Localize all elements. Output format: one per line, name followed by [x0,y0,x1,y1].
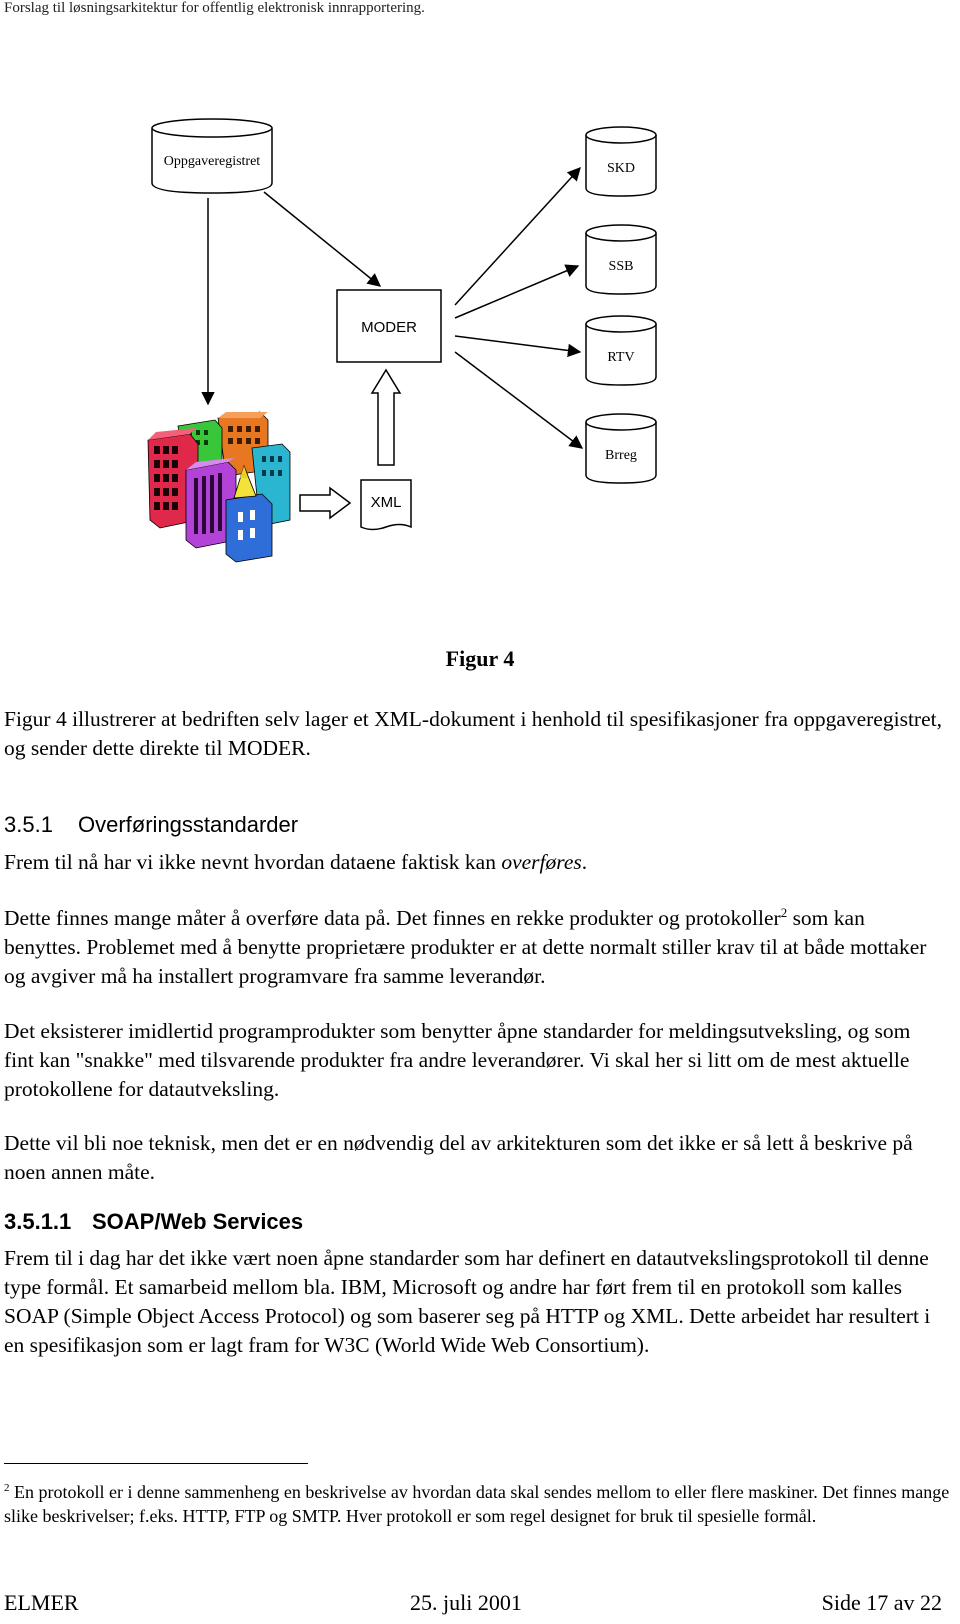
section-heading-3-5-1: 3.5.1 Overføringsstandarder [4,812,298,838]
arrow-moder-to-rtv [454,335,582,358]
paragraph-methods: Dette finnes mange måter å overføre data… [4,904,944,991]
source-database-label: Oppgaveregistret [164,154,261,169]
target-cylinder-skd: SKD [585,126,657,197]
diagram-arrows [201,167,584,449]
paragraph-text: Dette finnes mange måter å overføre data… [4,906,781,930]
target-cylinder-ssb: SSB [585,224,657,295]
section-number: 3.5.1 [4,812,53,837]
paragraph-intro: Frem til nå har vi ikke nevnt hvordan da… [4,848,944,877]
hollow-arrow-xml-to-moder [370,368,402,466]
company-buildings-icon [147,411,291,563]
paragraph-figure-description: Figur 4 illustrerer at bedriften selv la… [4,707,942,760]
hollow-arrow-company-to-xml [299,486,352,520]
paragraph-text: Frem til nå har vi ikke nevnt hvordan da… [4,850,502,874]
paragraph-technical-note: Dette vil bli noe teknisk, men det er en… [4,1131,913,1184]
architecture-diagram: Oppgaveregistret SKD SSB RTV Brreg MODER… [147,118,657,563]
paragraph-text-cont: som kan benyttes. Problemet med å benytt… [4,906,927,988]
paragraph-open-standards: Det eksisterer imidlertid programprodukt… [4,1019,911,1101]
footer-author: ELMER [4,1590,79,1615]
section-number: 3.5.1.1 [4,1209,72,1234]
target-cylinder-rtv: RTV [585,315,657,386]
xml-document: XML [360,479,412,531]
moder-label: MODER [361,319,417,336]
emphasized-word: overføres [501,850,582,874]
footer-date: 25. juli 2001 [410,1590,522,1615]
target-cylinder-brreg: Brreg [585,413,657,484]
arrow-moder-to-brreg [454,351,584,449]
footnote: 2 En protokoll er i denne sammenheng en … [4,1476,954,1528]
arrow-moder-to-ssb [454,264,580,319]
section-title: Overføringsstandarder [78,812,299,837]
target-label-ssb: SSB [609,259,634,274]
target-label-rtv: RTV [607,350,634,365]
footnote-text: En protokoll er i denne sammenheng en be… [4,1482,950,1526]
target-label-brreg: Brreg [605,448,637,463]
figure-caption: Figur 4 [445,646,515,671]
page-header: Forslag til løsningsarkitektur for offen… [4,0,425,16]
section-heading-3-5-1-1: 3.5.1.1 SOAP/Web Services [4,1209,303,1235]
footnote-number: 2 [4,1482,10,1494]
source-database-cylinder: Oppgaveregistret [151,118,273,194]
xml-document-label: XML [371,494,402,511]
footnote-reference: 2 [780,904,788,920]
moder-box: MODER [336,289,442,363]
arrow-moder-to-skd [454,167,581,306]
footer-page-number: Side 17 av 22 [821,1590,942,1615]
paragraph-soap: Frem til i dag har det ikke vært noen åp… [4,1246,931,1357]
arrow-db-to-moder [263,191,382,287]
target-label-skd: SKD [607,161,635,176]
paragraph-text-end: . [581,850,588,874]
footnote-separator [4,1463,308,1464]
section-title: SOAP/Web Services [92,1209,304,1234]
